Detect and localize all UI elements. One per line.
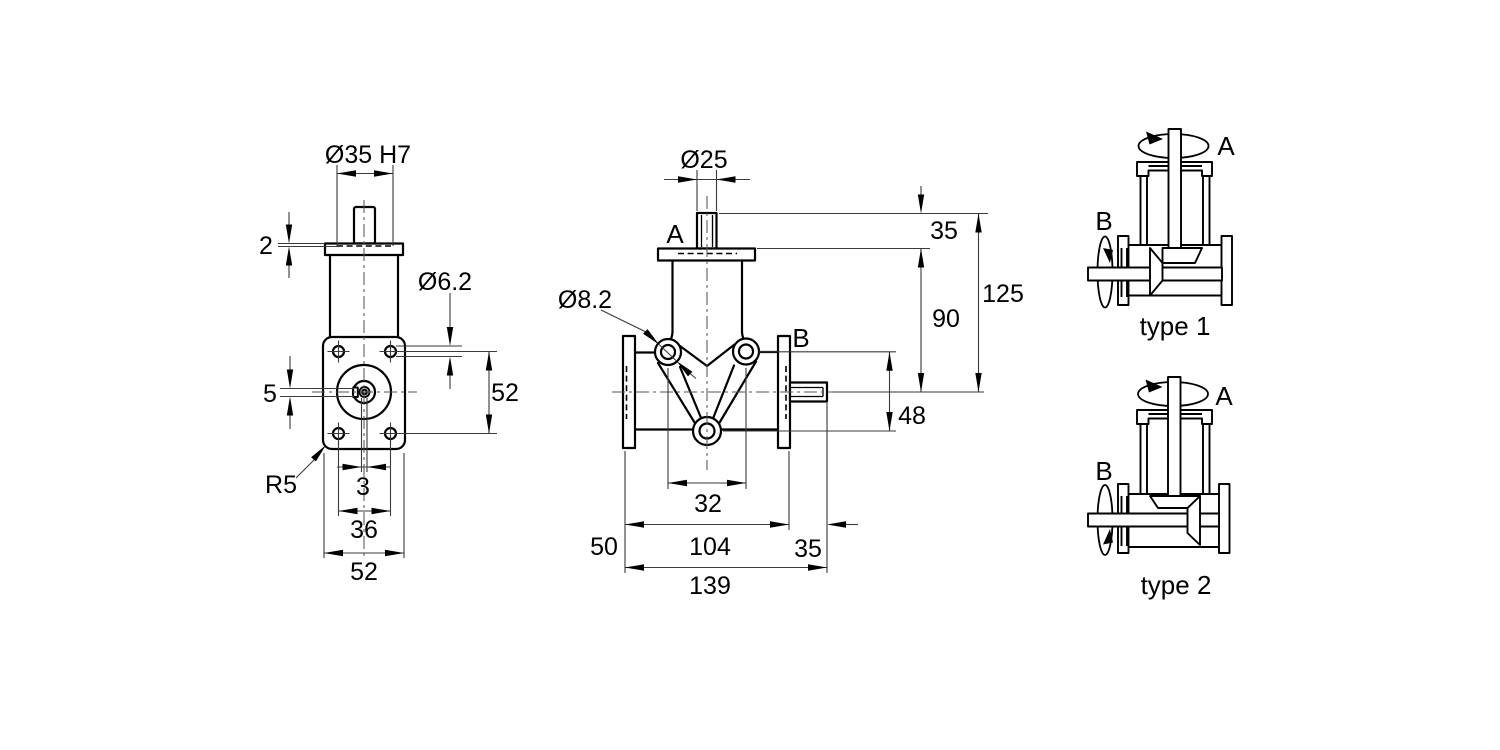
shaft-b-label: B [792, 323, 809, 353]
dim-hole-drop-label: 48 [898, 402, 926, 430]
dim-hub-dia-label: Ø25 [680, 146, 727, 174]
type1-schematic: A B type 1 [1087, 128, 1235, 341]
dim-ear-hole-dia-label: Ø8.2 [558, 286, 612, 314]
type1-bevel-gear [1149, 247, 1164, 297]
dim-left-label: 50 [590, 533, 618, 561]
dim-body-length-label: 104 [689, 533, 731, 561]
dim-ear-pitch-label: 32 [694, 490, 722, 518]
dim-total-height-label: 125 [982, 280, 1024, 308]
dim-shaft-a-length-label: 35 [930, 217, 958, 245]
type1-crown-gear [1161, 247, 1203, 264]
type1-axis-b-label: B [1095, 206, 1112, 236]
ear-lobe [731, 337, 761, 366]
type2-shaft-a [1167, 376, 1182, 497]
dim-flange-width-label: 52 [350, 558, 378, 586]
dim-key-width-label: 5 [263, 380, 277, 408]
dim-center-offset-label: 3 [356, 473, 370, 501]
type2-caption: type 2 [1141, 570, 1212, 600]
shaft-a-label: A [666, 219, 684, 249]
type2-shaft-b [1087, 512, 1220, 528]
dim-corner-radius-label: R5 [265, 471, 297, 499]
dim-shaft-b-length-label: 35 [794, 535, 822, 563]
type2-crown-gear [1149, 495, 1201, 509]
dim-bore-label: Ø35 H7 [325, 141, 411, 169]
ear-lobe [653, 337, 683, 367]
dim-total-length-label: 139 [689, 572, 731, 600]
type1-shaft-a [1167, 128, 1182, 249]
dim-hole-pitch-h-label: 36 [350, 516, 378, 544]
type2-axis-b-label: B [1095, 456, 1112, 486]
type1-caption: type 1 [1140, 311, 1211, 341]
type2-axis-a-label: A [1215, 381, 1233, 411]
front-view: Ø25 A B Ø8.2 32 50 104 35 139 [558, 146, 1024, 600]
side-view: Ø35 H7 2 5 Ø6.2 52 R5 [259, 141, 519, 586]
type2-schematic: A B type 2 [1087, 376, 1233, 600]
dim-hole-dia-label: Ø6.2 [418, 268, 472, 296]
dim-hole-pitch-v-label: 52 [491, 379, 519, 407]
dim-recess-depth-label: 2 [259, 232, 273, 260]
type1-axis-a-label: A [1217, 131, 1235, 161]
dim-mid-height-label: 90 [932, 305, 960, 333]
